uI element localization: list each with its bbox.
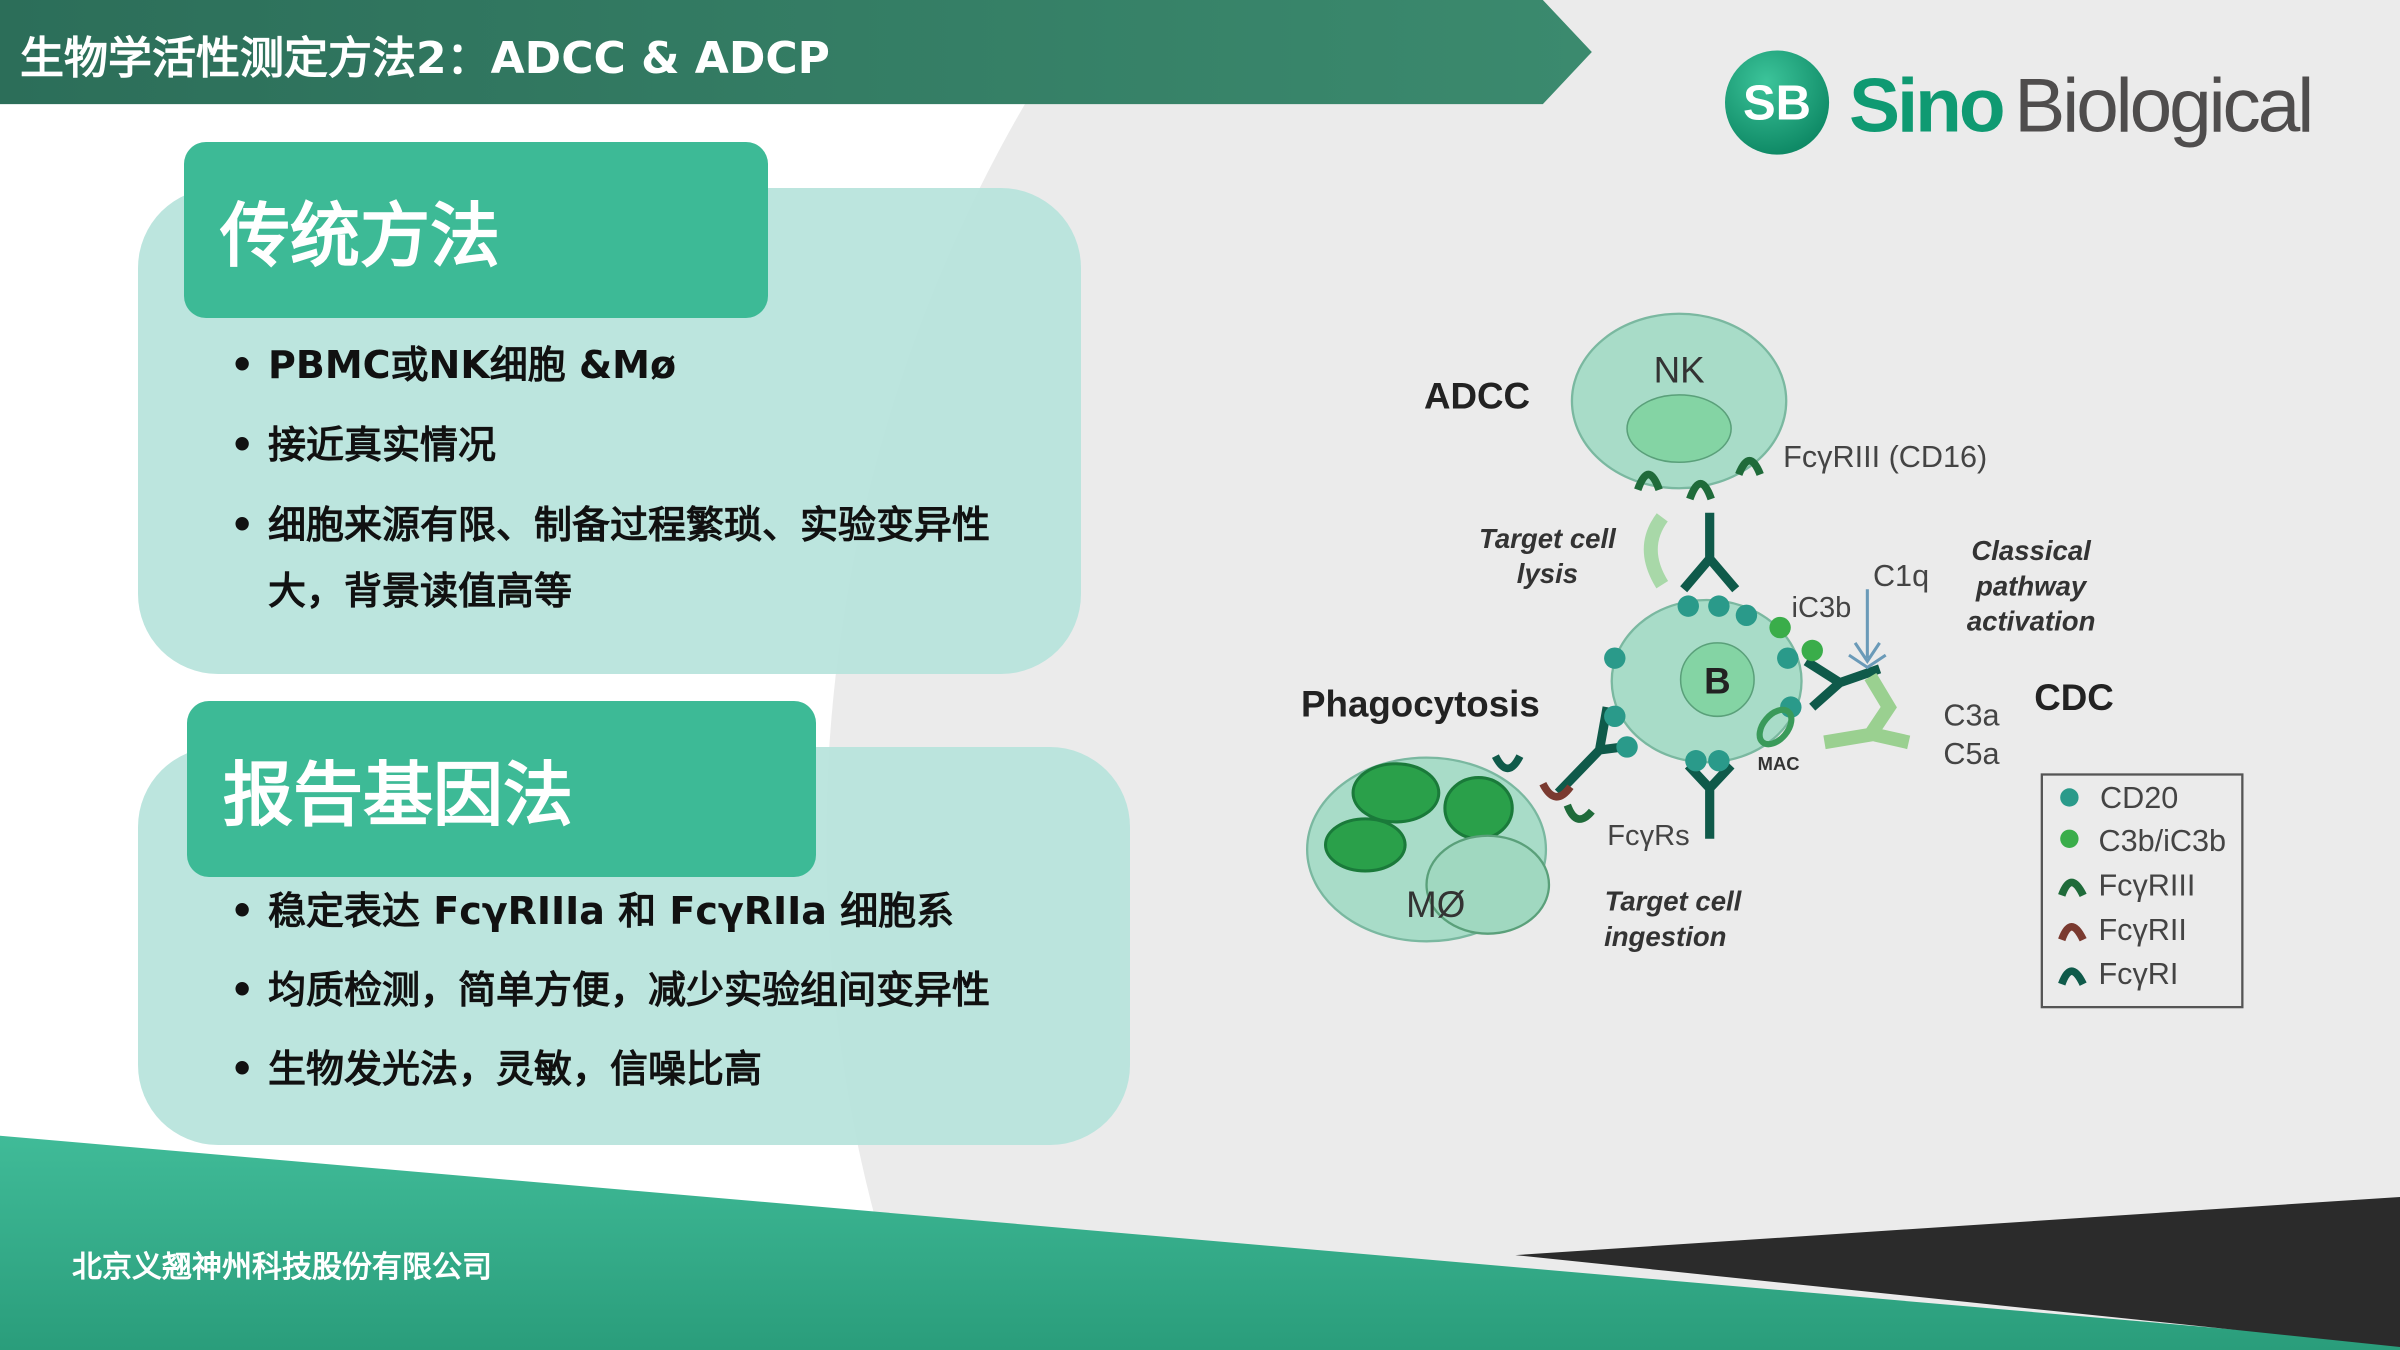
svg-text:Biological: Biological xyxy=(2014,64,2311,149)
adcc-adcp-diagram: NK ADCC FcγRIII (CD16) Target cell lysis… xyxy=(1301,312,2244,1009)
card-traditional-title: 传统方法 xyxy=(184,142,768,318)
svg-text:C3a: C3a xyxy=(1943,699,2000,733)
footer-dark-wedge xyxy=(1515,1196,2400,1347)
svg-text:pathway: pathway xyxy=(1975,570,2088,601)
list-item: 接近真实情况 xyxy=(230,412,990,478)
card-traditional-bullets: PBMC或NK细胞 &Mø 接近真实情况 细胞来源有限、制备过程繁琐、实验变异性… xyxy=(230,332,990,624)
logo: SB Sino Biological xyxy=(1725,50,2314,155)
footer-company: 北京义翘神州科技股份有限公司 xyxy=(72,1250,492,1285)
svg-text:ingestion: ingestion xyxy=(1604,921,1726,952)
legend-fcgriii-icon xyxy=(2058,878,2087,898)
legend-cd20-icon xyxy=(2060,788,2079,807)
svg-text:MAC: MAC xyxy=(1758,753,1800,774)
svg-text:Target cell: Target cell xyxy=(1479,523,1617,554)
svg-text:NK: NK xyxy=(1654,350,1706,391)
svg-text:FcγRs: FcγRs xyxy=(1607,820,1689,852)
card-reporter-title: 报告基因法 xyxy=(187,701,816,877)
svg-text:FcγRI: FcγRI xyxy=(2098,957,2178,991)
list-item: 稳定表达 FcγRIIIa 和 FcγRIIa 细胞系 xyxy=(230,878,1130,944)
legend-fcgrii-icon xyxy=(2058,923,2087,942)
list-item: 均质检测，简单方便，减少实验组间变异性 xyxy=(230,957,1130,1023)
svg-text:activation: activation xyxy=(1967,606,2096,637)
svg-text:B: B xyxy=(1704,660,1731,701)
svg-text:FcγRII: FcγRII xyxy=(2098,913,2186,947)
legend-fcgri-icon xyxy=(2058,967,2087,986)
svg-text:C1q: C1q xyxy=(1873,559,1929,593)
svg-text:FcγRIII: FcγRIII xyxy=(2098,868,2195,902)
svg-text:Target cell: Target cell xyxy=(1605,886,1743,917)
footer-wave xyxy=(0,1135,2400,1350)
svg-text:CDC: CDC xyxy=(2034,677,2114,718)
legend-c3b-icon xyxy=(2060,829,2079,848)
svg-text:CD20: CD20 xyxy=(2100,781,2178,815)
list-item: 细胞来源有限、制备过程繁琐、实验变异性大，背景读值高等 xyxy=(230,492,990,624)
svg-text:ADCC: ADCC xyxy=(1424,376,1530,417)
legend: CD20 C3b/iC3b FcγRIII FcγRII FcγRI xyxy=(2040,773,2244,1009)
svg-text:iC3b: iC3b xyxy=(1792,592,1852,624)
page-title: 生物学活性测定方法2：ADCC & ADCP xyxy=(20,33,830,84)
list-item: PBMC或NK细胞 &Mø xyxy=(230,332,990,398)
svg-text:Phagocytosis: Phagocytosis xyxy=(1301,683,1540,724)
svg-text:Sino: Sino xyxy=(1849,64,2003,149)
list-item: 生物发光法，灵敏，信噪比高 xyxy=(230,1036,1130,1102)
card-reporter-bullets: 稳定表达 FcγRIIIa 和 FcγRIIa 细胞系 均质检测，简单方便，减少… xyxy=(230,878,1130,1102)
svg-text:FcγRIII (CD16): FcγRIII (CD16) xyxy=(1783,440,1987,474)
svg-text:MØ: MØ xyxy=(1406,884,1465,925)
svg-text:SB: SB xyxy=(1743,76,1811,130)
svg-text:Classical: Classical xyxy=(1971,535,2092,566)
svg-text:C5a: C5a xyxy=(1943,737,2000,771)
svg-text:lysis: lysis xyxy=(1517,558,1578,589)
header-bar xyxy=(0,0,1592,105)
svg-text:C3b/iC3b: C3b/iC3b xyxy=(2098,824,2226,858)
